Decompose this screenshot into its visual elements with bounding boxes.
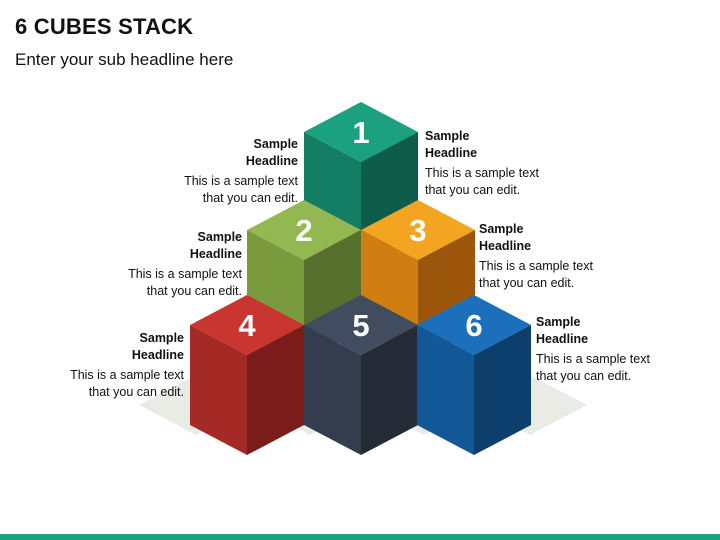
callout-2: Sample Headline This is a sample text th… [92, 229, 242, 300]
slide-title: 6 CUBES STACK [15, 14, 194, 39]
callout-4-text: This is a sample text that you can edit. [70, 368, 184, 399]
callout-2-text: This is a sample text that you can edit. [128, 267, 242, 298]
cube-5: 5 [304, 295, 418, 455]
cube-4-left-face [190, 325, 247, 455]
callout-6-text: This is a sample text that you can edit. [536, 352, 650, 383]
slide-subtitle: Enter your sub headline here [15, 50, 234, 69]
cube-3-label: 3 [409, 213, 426, 248]
cubes-group: 1 2 3 4 5 6 [190, 102, 531, 455]
cube-6-left-face [417, 325, 474, 455]
callout-3-headline: Sample Headline [479, 222, 532, 253]
callout-6-headline: Sample Headline [536, 315, 589, 346]
cube-2-label: 2 [295, 213, 312, 248]
callout-top-left: Sample Headline This is a sample text th… [150, 136, 298, 207]
bottom-accent-bar [0, 534, 720, 540]
cube-5-label: 5 [352, 308, 369, 343]
cube-4: 4 [190, 295, 304, 455]
cube-5-left-face [304, 325, 361, 455]
callout-3: Sample Headline This is a sample text th… [479, 221, 593, 292]
callout-top-left-text: This is a sample text that you can edit. [184, 174, 298, 205]
cube-1-label: 1 [352, 115, 369, 150]
cube-4-label: 4 [238, 308, 256, 343]
cube-6: 6 [417, 295, 531, 455]
callout-1-headline: Sample Headline [425, 129, 478, 160]
cube-5-right-face [361, 325, 418, 455]
callout-1: Sample Headline This is a sample text th… [425, 128, 539, 199]
callout-2-headline: Sample Headline [189, 230, 242, 261]
callout-4: Sample Headline This is a sample text th… [34, 330, 184, 401]
cube-4-right-face [247, 325, 304, 455]
callout-6: Sample Headline This is a sample text th… [536, 314, 650, 385]
cube-6-right-face [474, 325, 531, 455]
callout-top-left-headline: Sample Headline [245, 137, 298, 168]
callout-3-text: This is a sample text that you can edit. [479, 259, 593, 290]
callout-4-headline: Sample Headline [131, 331, 184, 362]
callout-1-text: This is a sample text that you can edit. [425, 166, 539, 197]
cube-6-label: 6 [465, 308, 482, 343]
